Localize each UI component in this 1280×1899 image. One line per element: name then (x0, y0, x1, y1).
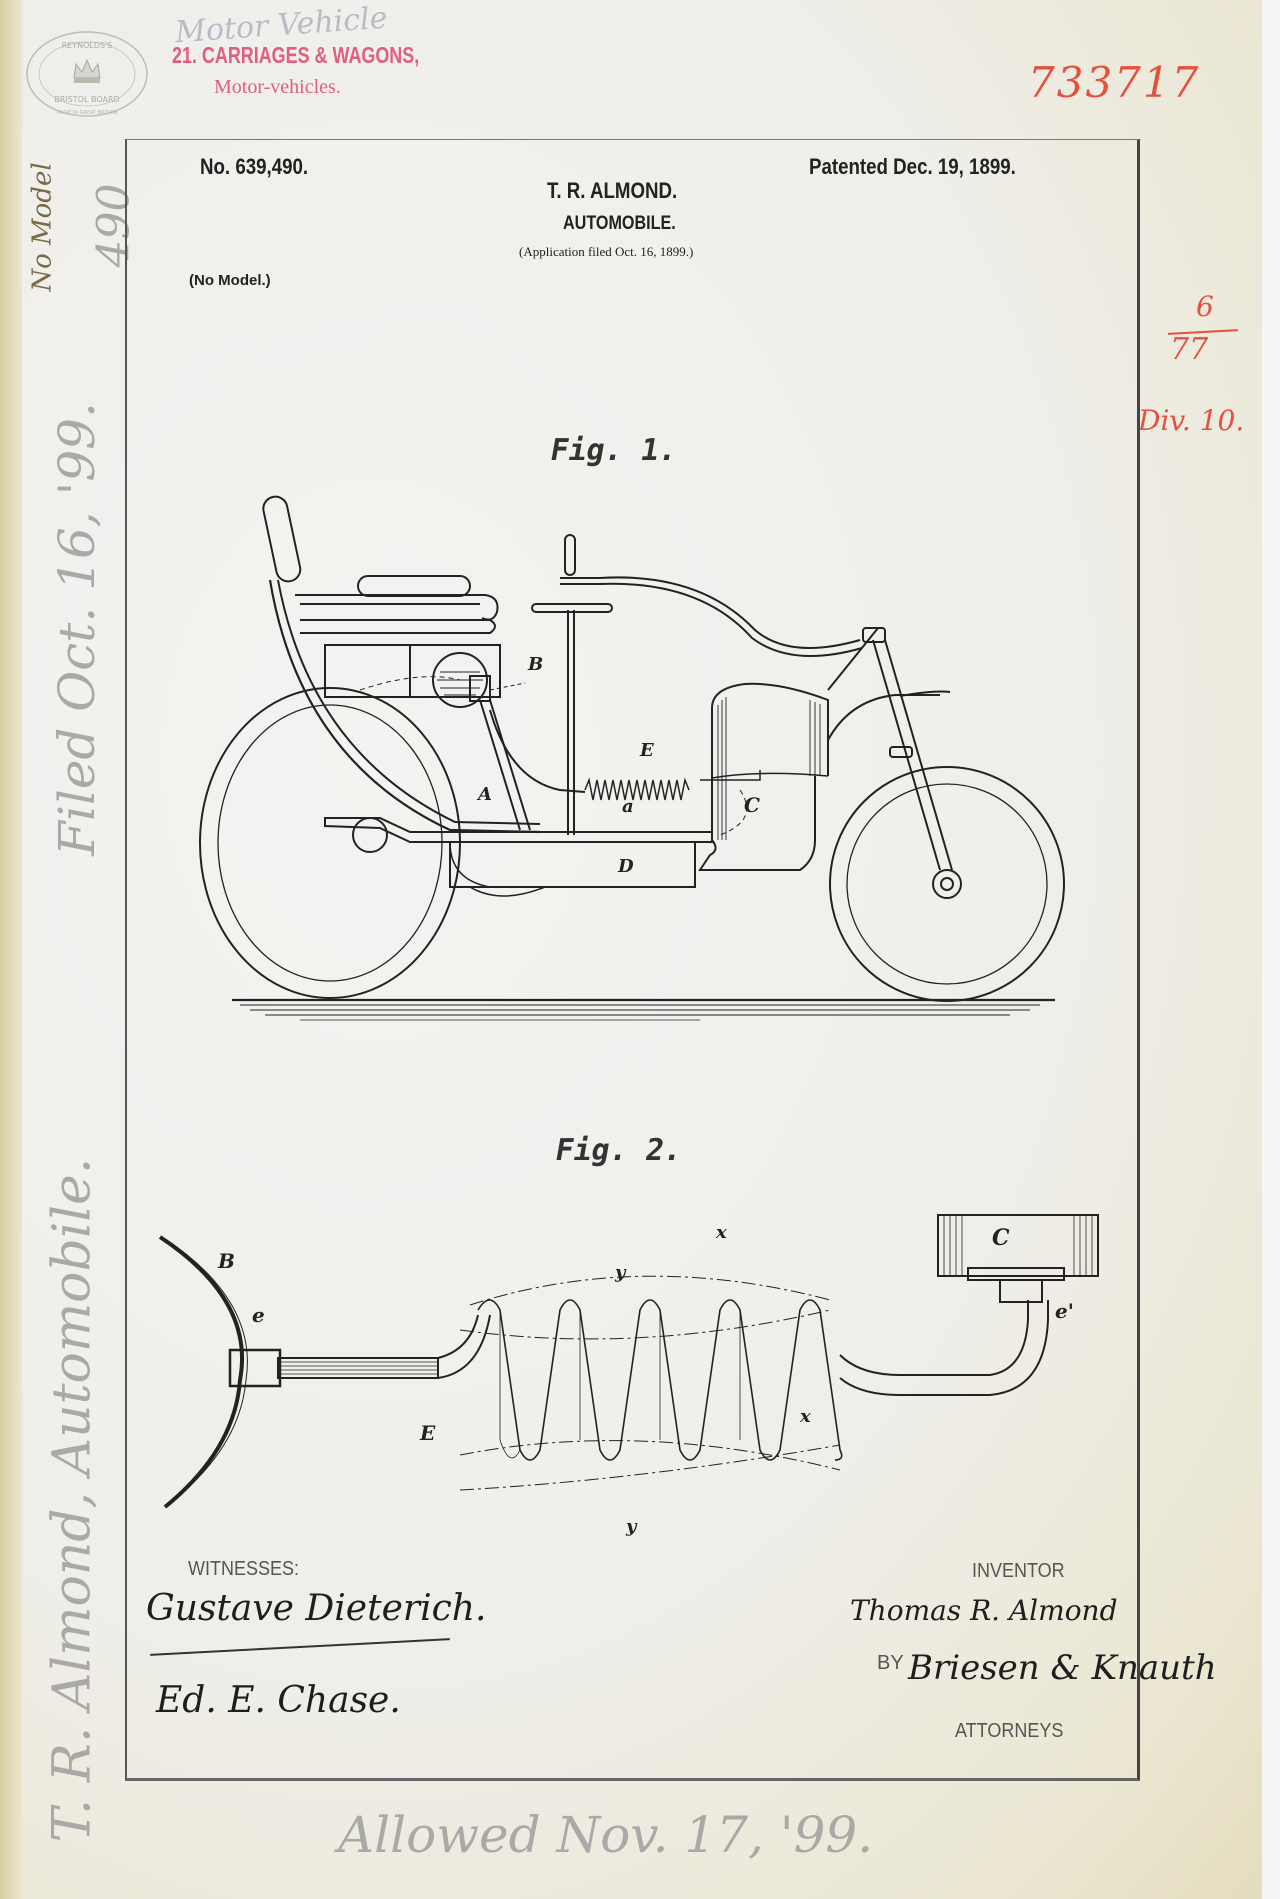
front-wheel (829, 766, 1065, 1002)
by-label: BY (877, 1652, 904, 1674)
pencil-note-no-model: No Model (27, 162, 58, 292)
bristol-board-seal-icon: REYNOLDS'S BRISTOL BOARD MADE IN GREAT B… (26, 31, 148, 117)
attorneys-signature: Briesen & Knauth (908, 1648, 1217, 1688)
fig1-label-e: E (639, 740, 654, 761)
scan-margin (1262, 0, 1280, 1899)
witness-signature-1: Gustave Dieterich. (146, 1588, 487, 1629)
witnesses-label: WITNESSES: (188, 1558, 300, 1580)
seal-made-text: MADE IN GREAT BRITAIN (56, 110, 117, 116)
attorneys-label: ATTORNEYS (955, 1720, 1064, 1742)
seal-top-text: REYNOLDS'S (62, 41, 113, 50)
fig2-label-e-prime: e' (1055, 1299, 1074, 1323)
red-serial-number: 733717 (1028, 58, 1201, 107)
pencil-note-allowed: Allowed Nov. 17, '99. (338, 1806, 874, 1864)
fig2-label-y-top: y (614, 1262, 627, 1283)
fig2-label-x-bottom: x (799, 1406, 811, 1427)
application-filed: (Application filed Oct. 16, 1899.) (519, 244, 694, 259)
spring-e-fig2 (477, 1299, 843, 1461)
subclass-stamp: Motor-vehicles. (214, 76, 341, 98)
fig1-caption-glyph: Fig. 1. (547, 433, 680, 468)
fig1-automobile-drawing: A B C D E a (199, 495, 1065, 1021)
motor-c-detail (937, 1214, 1099, 1277)
fig1-label-a-upper: A (476, 784, 492, 805)
red-fraction-numerator: 6 (1196, 290, 1214, 323)
box-d (449, 841, 696, 888)
patent-title: AUTOMOBILE. (563, 213, 676, 234)
fig2-label-e-lower: e (252, 1303, 265, 1327)
fig1-label-b: B (527, 654, 543, 675)
fig1-label-c: C (744, 793, 760, 817)
fig2-label-y-bottom: y (625, 1516, 638, 1537)
fig2-spring-detail-drawing: B e E C e' x x y y (158, 1214, 1099, 1537)
red-division-note: Div. 10. (1138, 404, 1245, 437)
pencil-note-title: T. R. Almond, Automobile. (42, 1157, 103, 1843)
inventor-name: T. R. ALMOND. (547, 178, 678, 203)
inventor-label: INVENTOR (972, 1560, 1065, 1582)
spring-e-fig1 (584, 777, 690, 801)
class-stamp: 21. CARRIAGES & WAGONS, (172, 42, 420, 68)
inventor-signature: Thomas R. Almond (850, 1594, 1118, 1627)
patented-date: Patented Dec. 19, 1899. (809, 154, 1016, 179)
drawing-border (125, 139, 1140, 1781)
sheet-edge (0, 0, 22, 1899)
fig2-caption-glyph: Fig. 2. (552, 1133, 685, 1168)
shell-b (158, 1235, 245, 1509)
witness-signature-2: Ed. E. Chase. (156, 1680, 401, 1721)
fig1-label-a-lower: a (622, 796, 634, 817)
motor-c (711, 682, 829, 786)
fig2-label-e-upper: E (419, 1421, 436, 1445)
fig1-caption: Fig. 1. (547, 433, 680, 468)
fig2-caption: Fig. 2. (552, 1133, 685, 1168)
fig1-label-d: D (617, 856, 634, 877)
fig2-label-c: C (992, 1225, 1010, 1251)
fig2-label-x-top: x (715, 1222, 727, 1243)
fig2-label-b: B (217, 1249, 235, 1273)
model-note: (No Model.) (189, 272, 271, 289)
pencil-note-filed: Filed Oct. 16, '99. (47, 402, 106, 856)
red-fraction-denominator: 77 (1170, 332, 1209, 367)
patent-number: No. 639,490. (200, 154, 309, 179)
seal-bottom-text: BRISTOL BOARD (54, 95, 119, 104)
tank-b (432, 652, 488, 708)
